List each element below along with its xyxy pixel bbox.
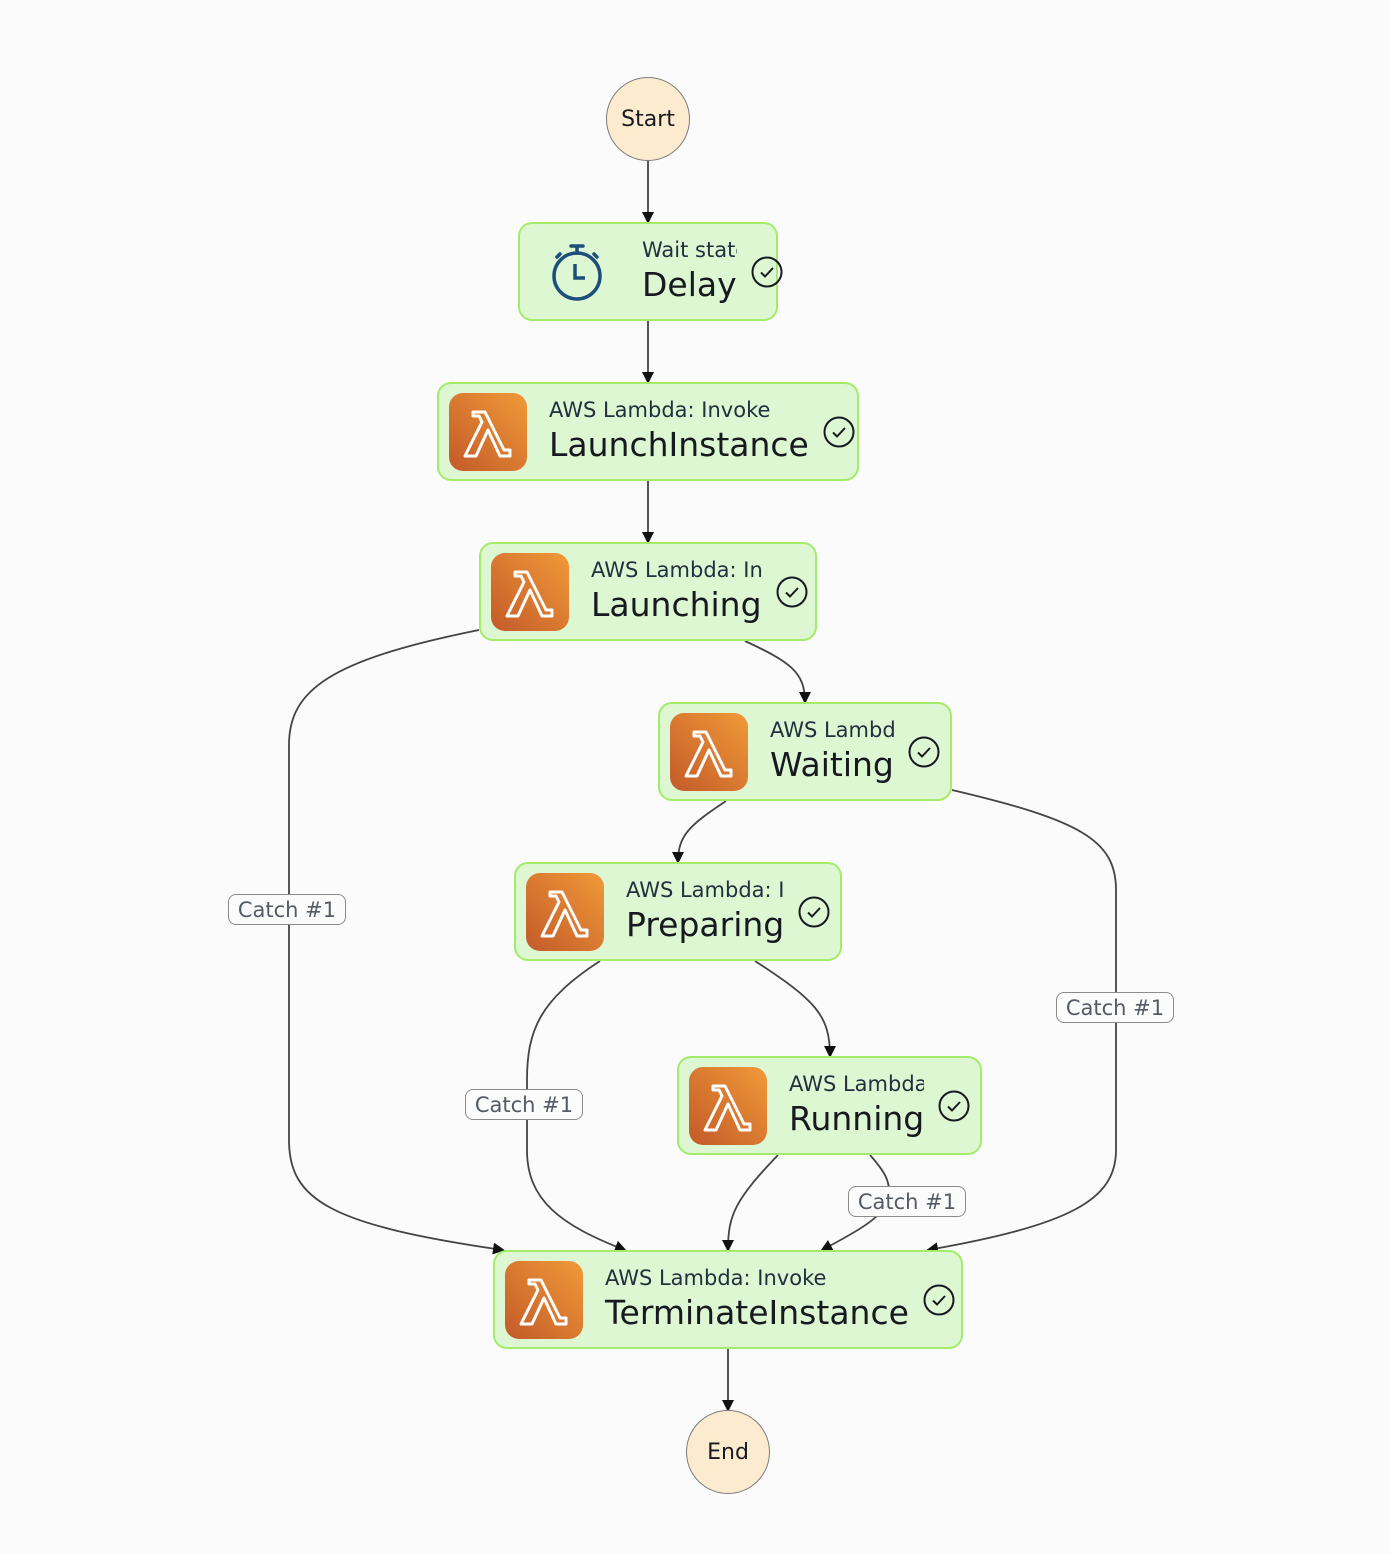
- state-node-waiting[interactable]: AWS Lambda: Invoke Waiting: [658, 702, 952, 801]
- edge-waiting-preparing: [672, 800, 727, 864]
- success-check-icon: [798, 896, 830, 928]
- catch-label[interactable]: Catch #1: [1056, 992, 1174, 1023]
- state-type: AWS Lambda: Invoke: [789, 1071, 925, 1096]
- success-check-icon: [823, 416, 855, 448]
- success-check-icon: [751, 256, 783, 288]
- state-name: Launching: [591, 584, 762, 624]
- edge-launching-waiting: [744, 640, 811, 704]
- start-node[interactable]: Start: [606, 77, 690, 161]
- start-label: Start: [621, 106, 675, 132]
- lambda-icon: [526, 872, 604, 951]
- state-text: AWS Lambda: Invoke Preparing: [626, 877, 784, 947]
- state-type: AWS Lambda: Invoke: [770, 717, 894, 742]
- state-node-terminate-instance[interactable]: AWS Lambda: Invoke TerminateInstance: [493, 1250, 963, 1349]
- state-text: AWS Lambda: Invoke Launching: [591, 557, 762, 627]
- state-text: Wait state Delay: [642, 237, 737, 307]
- state-type: AWS Lambda: Invoke: [591, 557, 762, 582]
- state-type: AWS Lambda: Invoke: [605, 1265, 827, 1290]
- lambda-icon: [670, 712, 748, 791]
- end-label: End: [707, 1439, 749, 1465]
- state-node-launch-instance[interactable]: AWS Lambda: Invoke LaunchInstance: [437, 382, 859, 481]
- state-name: Waiting: [770, 744, 894, 784]
- state-type: Wait state: [642, 237, 737, 262]
- catch-label[interactable]: Catch #1: [228, 894, 346, 925]
- state-name: TerminateInstance: [605, 1292, 909, 1332]
- state-name: Running: [789, 1098, 925, 1138]
- lambda-icon: [505, 1260, 583, 1339]
- end-node[interactable]: End: [686, 1410, 770, 1494]
- state-name: Preparing: [626, 904, 785, 944]
- edge-launching-catch: [288, 629, 505, 1255]
- state-text: AWS Lambda: Invoke LaunchInstance: [549, 397, 809, 467]
- state-text: AWS Lambda: Invoke Running: [789, 1071, 924, 1141]
- state-name: Delay: [642, 264, 737, 304]
- state-node-running[interactable]: AWS Lambda: Invoke Running: [677, 1056, 982, 1155]
- edge-preparing-running: [754, 960, 836, 1058]
- lambda-icon: [449, 392, 527, 471]
- success-check-icon: [908, 736, 940, 768]
- state-node-delay[interactable]: Wait state Delay: [518, 222, 783, 321]
- edge-waiting-catch: [926, 789, 1117, 1255]
- state-name: LaunchInstance: [549, 424, 809, 464]
- state-text: AWS Lambda: Invoke Waiting: [770, 717, 894, 787]
- catch-label[interactable]: Catch #1: [465, 1089, 583, 1120]
- state-type: AWS Lambda: Invoke: [626, 877, 785, 902]
- lambda-icon: [689, 1066, 767, 1145]
- edge-running-terminate: [722, 1154, 779, 1252]
- success-check-icon: [776, 576, 808, 608]
- state-text: AWS Lambda: Invoke TerminateInstance: [605, 1265, 909, 1335]
- stopwatch-icon: [538, 233, 616, 311]
- lambda-icon: [491, 552, 569, 631]
- success-check-icon: [923, 1284, 955, 1316]
- success-check-icon: [938, 1090, 970, 1122]
- state-node-preparing[interactable]: AWS Lambda: Invoke Preparing: [514, 862, 842, 961]
- catch-label[interactable]: Catch #1: [848, 1186, 966, 1217]
- state-type: AWS Lambda: Invoke: [549, 397, 771, 422]
- state-node-launching[interactable]: AWS Lambda: Invoke Launching: [479, 542, 817, 641]
